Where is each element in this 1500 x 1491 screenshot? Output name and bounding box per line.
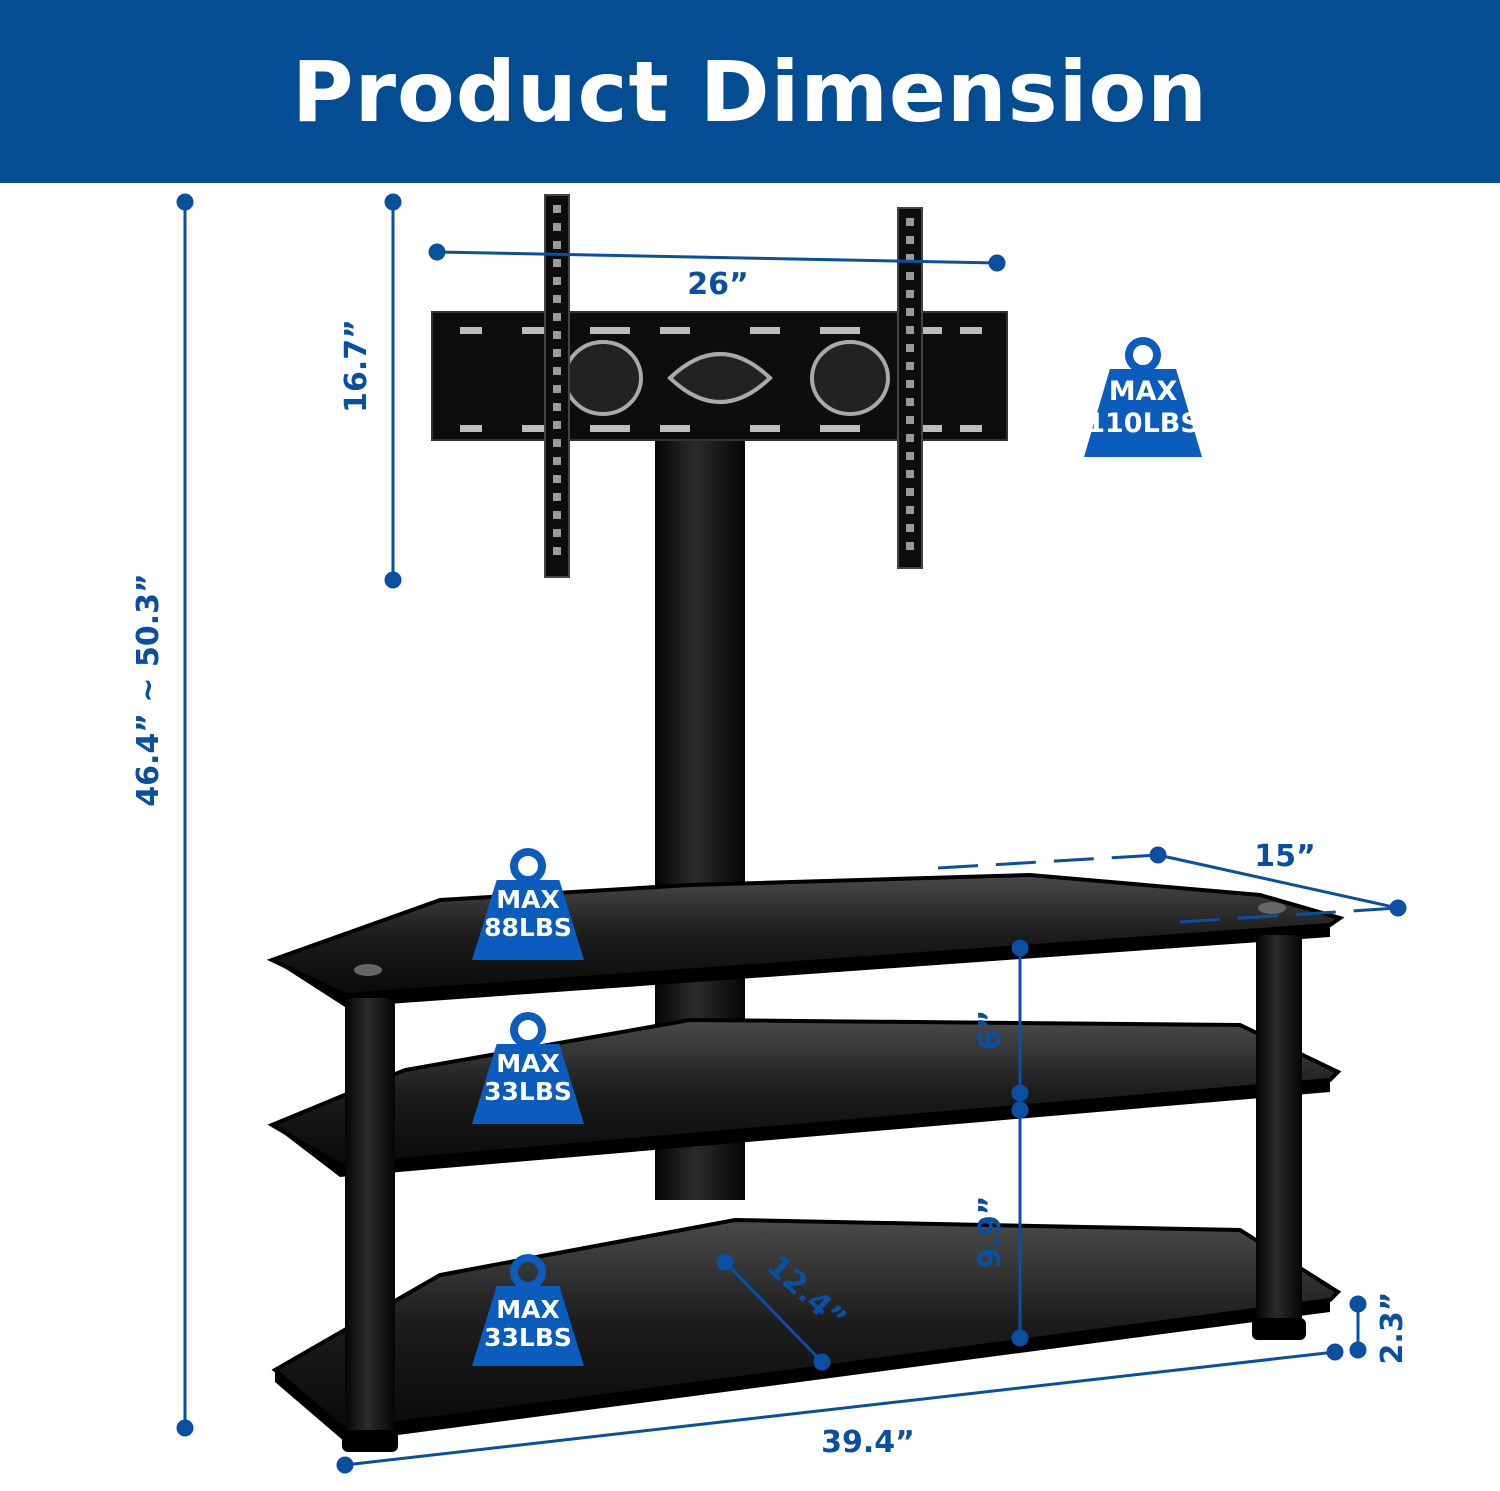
- dimension-lines: [176, 193, 1407, 1474]
- vesa-hole: [553, 403, 561, 411]
- foot-height-label: 2.3”: [1375, 1292, 1410, 1365]
- vesa-hole: [553, 367, 561, 375]
- vesa-hole: [553, 313, 561, 321]
- vesa-hole: [553, 421, 561, 429]
- vesa-hole: [553, 475, 561, 483]
- shelf-gap-top-label: 6”: [973, 1010, 1008, 1051]
- vesa-hole: [906, 362, 914, 370]
- weight-badge-mount-line1: MAX: [1109, 376, 1178, 407]
- weight-badge-bottom-line1: MAX: [496, 1295, 560, 1324]
- vesa-hole: [906, 506, 914, 514]
- weight-badge-icon: [472, 1044, 584, 1124]
- weight-badge-handle: [510, 1012, 546, 1048]
- vesa-hole: [553, 259, 561, 267]
- front-leg-left: [345, 998, 395, 1438]
- vesa-hole: [553, 493, 561, 501]
- foot-left: [342, 1430, 398, 1452]
- vesa-hole: [906, 236, 914, 244]
- vesa-hole: [553, 295, 561, 303]
- weight-badge-bottom-line2: 33LBS: [484, 1323, 572, 1352]
- weight-badge-icon: [472, 1286, 584, 1366]
- middle-shelf: [267, 1017, 1342, 1168]
- vesa-hole: [553, 223, 561, 231]
- shelf-gap-bottom-label: 9.9”: [973, 1196, 1008, 1269]
- vesa-arm-holes: [553, 205, 914, 555]
- shelf-screw: [354, 964, 382, 976]
- middle-shelf-edge: [272, 1080, 1330, 1177]
- vesa-hole: [906, 398, 914, 406]
- vesa-hole: [553, 241, 561, 249]
- weight-badge-handle: [510, 848, 546, 884]
- weight-badge-mount-line2: 110LBS: [1086, 408, 1200, 439]
- weight-badge-icon: [1084, 369, 1202, 457]
- top-shelf: [266, 872, 1345, 998]
- title-banner: Product Dimension: [0, 0, 1500, 183]
- vesa-hole: [906, 344, 914, 352]
- total-height-label: 46.4” ~ 50.3”: [131, 573, 166, 807]
- vesa-hole: [906, 272, 914, 280]
- vesa-hole: [553, 439, 561, 447]
- foot-right: [1252, 1318, 1306, 1340]
- vesa-hole: [906, 488, 914, 496]
- vesa-hole: [906, 380, 914, 388]
- vesa-hole: [906, 542, 914, 550]
- mount-height-label: 16.7”: [339, 319, 374, 413]
- page-title: Product Dimension: [292, 42, 1208, 141]
- shelf-depth-label: 15”: [1254, 839, 1315, 874]
- mount-ring-right: [810, 340, 890, 416]
- vesa-hole: [553, 205, 561, 213]
- mount-slots: [460, 327, 982, 432]
- vesa-hole: [553, 511, 561, 519]
- vesa-hole: [906, 452, 914, 460]
- vesa-hole: [906, 218, 914, 226]
- weight-badge-handle: [1125, 337, 1161, 373]
- vesa-hole: [906, 326, 914, 334]
- weight-badge-middle-line1: MAX: [496, 1049, 560, 1078]
- front-leg-right: [1256, 935, 1302, 1330]
- vesa-hole: [906, 524, 914, 532]
- vesa-hole: [906, 290, 914, 298]
- weight-badge-icon: [472, 880, 584, 960]
- shelf-width-label: 39.4”: [821, 1425, 915, 1460]
- vesa-hole: [553, 331, 561, 339]
- weight-badge-middle-line2: 33LBS: [484, 1077, 572, 1106]
- vesa-hole: [906, 434, 914, 442]
- vesa-hole: [906, 254, 914, 262]
- vesa-hole: [906, 470, 914, 478]
- mount-width-label: 26”: [687, 267, 748, 302]
- vesa-hole: [553, 457, 561, 465]
- mount-ring-left: [563, 340, 643, 416]
- weight-badge-top-line2: 88LBS: [484, 913, 572, 942]
- weight-badge-top-line1: MAX: [496, 885, 560, 914]
- vesa-hole: [553, 385, 561, 393]
- shelf-screw: [1258, 902, 1286, 914]
- vesa-hole: [553, 277, 561, 285]
- vesa-hole: [906, 416, 914, 424]
- weight-badge-bottom-shelf: MAX 33LBS: [472, 1254, 584, 1366]
- weight-badge-mount: MAX 110LBS: [1084, 337, 1202, 457]
- weight-badge-middle-shelf: MAX 33LBS: [472, 1012, 584, 1124]
- mount-center-bracket: [667, 352, 773, 404]
- vesa-hole: [553, 529, 561, 537]
- weight-badge-top-shelf: MAX 88LBS: [472, 848, 584, 960]
- vesa-hole: [553, 547, 561, 555]
- bottom-shelf-edge: [275, 1300, 1330, 1442]
- top-shelf-edge: [272, 925, 1330, 1007]
- vesa-hole: [553, 349, 561, 357]
- vesa-hole: [906, 308, 914, 316]
